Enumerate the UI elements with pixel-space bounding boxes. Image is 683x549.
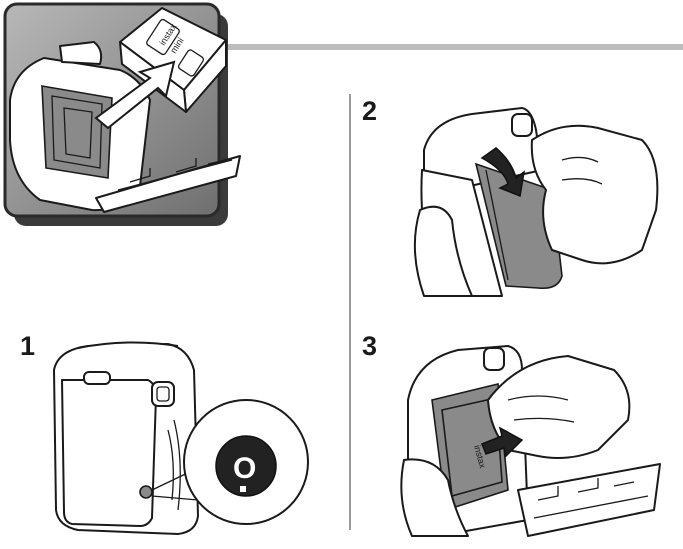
film-counter-window [139, 485, 153, 499]
step-3-insert-film-illustration: instax [400, 345, 661, 537]
open-back-door [517, 463, 661, 537]
step-3-number: 3 [362, 331, 378, 361]
header-rule [150, 44, 683, 50]
film-counter-value: O [233, 452, 256, 485]
step-2-open-door-illustration [413, 107, 659, 297]
open-arrow [480, 147, 526, 198]
left-hand [413, 205, 473, 297]
right-hand [530, 124, 659, 265]
camera-body-overview [9, 41, 241, 213]
column-divider [349, 94, 351, 530]
film-loading-overview-illustration: instax mini [3, 2, 241, 226]
insert-arrow [94, 60, 176, 130]
film-pack-inserted [441, 397, 503, 498]
left-hand-step3 [400, 458, 469, 537]
viewfinder [151, 381, 175, 407]
step-2-number: 2 [362, 96, 378, 126]
film-counter-dial [215, 435, 277, 497]
step-1-camera-illustration: O [53, 341, 309, 535]
insert-arrow-step3 [481, 426, 524, 458]
step-1-number: 1 [20, 331, 36, 361]
door-latch [83, 371, 111, 385]
dial-marker [240, 486, 246, 492]
back-door [474, 162, 563, 290]
